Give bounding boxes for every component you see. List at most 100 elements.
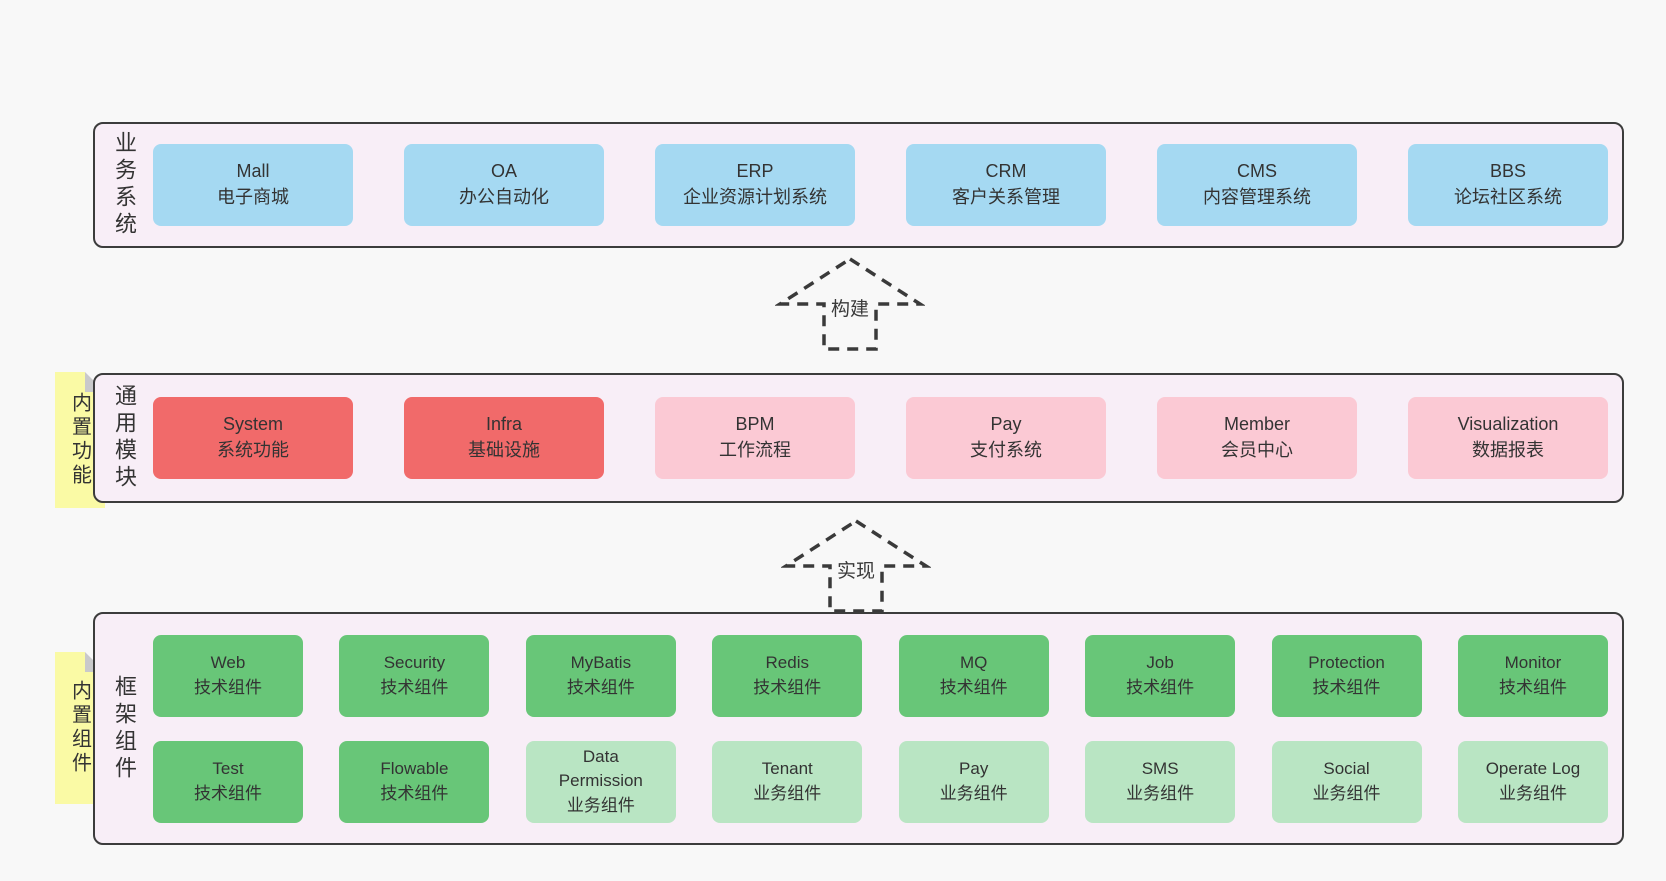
box-subtitle: 会员中心 bbox=[1221, 440, 1293, 460]
box-cms: CMS 内容管理系统 bbox=[1157, 144, 1357, 226]
box-security: Security 技术组件 bbox=[339, 634, 490, 717]
box-subtitle: 业务组件 bbox=[566, 795, 635, 815]
band-label-column: 业务系统 bbox=[95, 124, 153, 246]
box-system: System 系统功能 bbox=[153, 397, 353, 479]
box-subtitle: 技术组件 bbox=[939, 677, 1008, 697]
box-title: Web bbox=[210, 653, 246, 673]
band-framework-components: 框架组件 Web 技术组件 Security 技术组件 MyBatis 技术组件… bbox=[93, 612, 1624, 845]
box-subtitle: 支付系统 bbox=[970, 440, 1042, 460]
box-title: Test bbox=[212, 759, 244, 779]
framework-row-2: Test 技术组件 Flowable 技术组件 Data Permission … bbox=[153, 740, 1608, 823]
band-framework-label: 框架组件 bbox=[112, 674, 137, 783]
box-title: Operate Log bbox=[1485, 759, 1581, 779]
box-job: Job 技术组件 bbox=[1085, 634, 1236, 717]
box-title: CRM bbox=[985, 161, 1027, 182]
modules-boxes-row: System 系统功能 Infra 基础设施 BPM 工作流程 Pay 支付系统… bbox=[153, 375, 1622, 501]
band-label-column: 框架组件 bbox=[95, 614, 153, 843]
box-title: CMS bbox=[1237, 161, 1277, 182]
box-title: Redis bbox=[765, 653, 809, 673]
box-subtitle: 电子商城 bbox=[217, 187, 289, 207]
box-subtitle: 技术组件 bbox=[1498, 677, 1567, 697]
box-bbs: BBS 论坛社区系统 bbox=[1408, 144, 1608, 226]
box-subtitle: 技术组件 bbox=[753, 677, 822, 697]
box-title: MyBatis bbox=[570, 653, 632, 673]
box-title: BPM bbox=[735, 414, 775, 435]
sticky-components-label: 内置组件 bbox=[68, 680, 91, 776]
box-subtitle: 技术组件 bbox=[380, 783, 449, 803]
box-title: Pay bbox=[990, 414, 1022, 435]
box-subtitle: 技术组件 bbox=[194, 677, 262, 697]
box-subtitle: 业务组件 bbox=[1126, 783, 1195, 803]
business-boxes-row: Mall 电子商城 OA 办公自动化 ERP 企业资源计划系统 CRM 客户关系… bbox=[153, 124, 1622, 246]
box-subtitle: 办公自动化 bbox=[459, 187, 549, 207]
box-subtitle: 数据报表 bbox=[1472, 440, 1544, 460]
box-title: BBS bbox=[1489, 161, 1527, 182]
box-test: Test 技术组件 bbox=[153, 740, 303, 823]
framework-boxes-grid: Web 技术组件 Security 技术组件 MyBatis 技术组件 Redi… bbox=[153, 614, 1622, 843]
box-visualization: Visualization 数据报表 bbox=[1408, 397, 1608, 479]
box-subtitle: 内容管理系统 bbox=[1203, 187, 1311, 207]
box-subtitle: 技术组件 bbox=[194, 783, 262, 803]
box-title: ERP bbox=[736, 161, 774, 182]
band-business-label: 业务系统 bbox=[112, 131, 137, 239]
box-title: Security bbox=[383, 653, 446, 673]
box-bpm: BPM 工作流程 bbox=[655, 397, 855, 479]
box-tenant: Tenant 业务组件 bbox=[712, 740, 863, 823]
box-title: MQ bbox=[959, 653, 988, 673]
box-subtitle: 工作流程 bbox=[719, 440, 791, 460]
box-title: Member bbox=[1223, 414, 1290, 435]
dashed-up-arrow-icon bbox=[775, 256, 925, 351]
band-business-systems: 业务系统 Mall 电子商城 OA 办公自动化 ERP 企业资源计划系统 CRM… bbox=[93, 122, 1624, 248]
box-subtitle: 技术组件 bbox=[380, 677, 449, 697]
box-redis: Redis 技术组件 bbox=[712, 634, 863, 717]
arrow-build-label: 构建 bbox=[826, 294, 874, 321]
box-oa: OA 办公自动化 bbox=[404, 144, 604, 226]
box-subtitle: 业务组件 bbox=[1498, 783, 1567, 803]
box-social: Social 业务组件 bbox=[1271, 740, 1422, 823]
arrow-implement: 实现 bbox=[781, 518, 931, 614]
box-web: Web 技术组件 bbox=[153, 634, 303, 717]
box-subtitle: 业务组件 bbox=[753, 783, 822, 803]
box-title: System bbox=[222, 414, 283, 435]
box-monitor: Monitor 技术组件 bbox=[1457, 634, 1608, 717]
box-pay-system: Pay 支付系统 bbox=[906, 397, 1106, 479]
sticky-features-label: 内置功能 bbox=[68, 392, 91, 488]
box-title: Tenant bbox=[761, 759, 813, 779]
box-mybatis: MyBatis 技术组件 bbox=[525, 634, 676, 717]
band-label-column: 通用模块 bbox=[95, 375, 153, 501]
box-sms: SMS 业务组件 bbox=[1085, 740, 1236, 823]
box-title: Pay bbox=[959, 759, 989, 779]
box-subtitle: 基础设施 bbox=[468, 440, 540, 460]
box-title: Monitor bbox=[1504, 653, 1562, 673]
dashed-up-arrow-icon bbox=[781, 518, 931, 613]
box-erp: ERP 企业资源计划系统 bbox=[655, 144, 855, 226]
box-title: Visualization bbox=[1457, 414, 1559, 435]
box-title: Protection bbox=[1308, 653, 1385, 673]
box-subtitle: 系统功能 bbox=[217, 440, 289, 460]
band-common-modules: 通用模块 System 系统功能 Infra 基础设施 BPM 工作流程 Pay… bbox=[93, 373, 1624, 503]
box-subtitle: 客户关系管理 bbox=[952, 187, 1060, 207]
box-title: Infra bbox=[485, 414, 523, 435]
box-subtitle: 技术组件 bbox=[566, 677, 635, 697]
box-infra: Infra 基础设施 bbox=[404, 397, 604, 479]
arrow-build: 构建 bbox=[775, 256, 925, 352]
box-flowable: Flowable 技术组件 bbox=[339, 740, 490, 823]
box-member: Member 会员中心 bbox=[1157, 397, 1357, 479]
box-title: OA bbox=[490, 161, 517, 182]
box-subtitle: 企业资源计划系统 bbox=[683, 187, 827, 207]
box-title: Social bbox=[1323, 759, 1370, 779]
box-subtitle: 论坛社区系统 bbox=[1454, 187, 1562, 207]
box-pay-component: Pay 业务组件 bbox=[898, 740, 1049, 823]
box-mall: Mall 电子商城 bbox=[153, 144, 353, 226]
box-title: Data Permission bbox=[558, 747, 643, 791]
box-title: Job bbox=[1146, 653, 1174, 673]
box-title: Flowable bbox=[380, 759, 449, 779]
box-crm: CRM 客户关系管理 bbox=[906, 144, 1106, 226]
framework-row-1: Web 技术组件 Security 技术组件 MyBatis 技术组件 Redi… bbox=[153, 634, 1608, 717]
box-subtitle: 业务组件 bbox=[1312, 783, 1381, 803]
box-protection: Protection 技术组件 bbox=[1271, 634, 1422, 717]
box-mq: MQ 技术组件 bbox=[898, 634, 1049, 717]
box-subtitle: 技术组件 bbox=[1126, 677, 1195, 697]
box-operate-log: Operate Log 业务组件 bbox=[1457, 740, 1608, 823]
